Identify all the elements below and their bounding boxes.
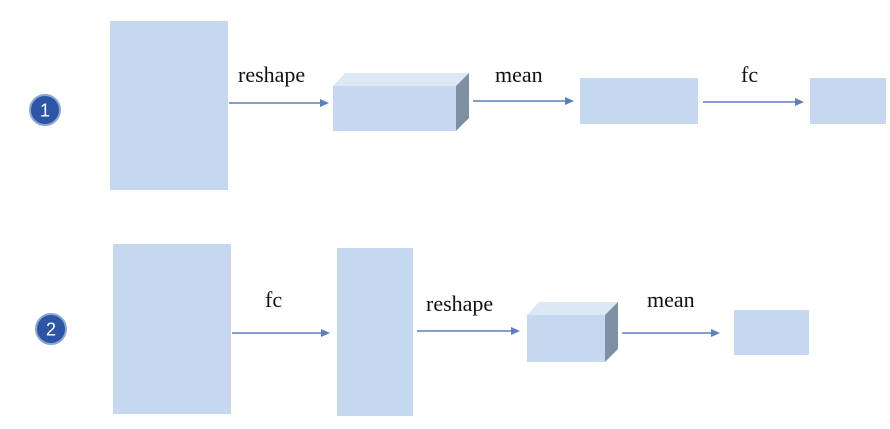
cuboid-top [527, 302, 618, 315]
row-2-badge: 2 [35, 313, 67, 345]
row-1-label-reshape: reshape [238, 62, 305, 87]
row-1-label-mean: mean [495, 62, 543, 87]
row-1-arrow-reshape-head [320, 99, 329, 107]
row-2-output-vector [734, 310, 809, 355]
cuboid-front [333, 86, 456, 131]
row-1-cuboid [333, 73, 469, 131]
cuboid-front [527, 315, 605, 362]
row-1: 1 reshape mean fc [29, 21, 886, 190]
row-2-cuboid [527, 302, 618, 362]
badge-number: 1 [40, 101, 50, 121]
row-2-fc-output [337, 248, 413, 416]
row-2-label-reshape: reshape [426, 291, 493, 316]
row-1-output-vector [810, 78, 886, 124]
row-1-input-tensor [110, 21, 228, 190]
row-2-label-mean: mean [647, 287, 695, 312]
row-2-label-fc: fc [265, 287, 282, 312]
badge-circle [35, 313, 67, 345]
cuboid-side [605, 302, 618, 362]
row-2-arrow-mean-head [711, 329, 720, 337]
row-1-arrow-mean-head [565, 97, 574, 105]
row-1-arrow-fc-head [795, 98, 804, 106]
badge-circle [29, 94, 61, 126]
row-1-badge: 1 [29, 94, 61, 126]
cuboid-top [333, 73, 469, 86]
badge-number: 2 [46, 320, 56, 340]
row-2: 2 fc reshape mean [35, 244, 809, 416]
row-2-arrow-fc-head [321, 329, 330, 337]
cuboid-side [456, 73, 469, 131]
row-1-label-fc: fc [741, 62, 758, 87]
row-1-mean-vector [580, 78, 698, 124]
row-2-input-tensor [113, 244, 231, 414]
row-2-arrow-reshape-head [511, 327, 520, 335]
